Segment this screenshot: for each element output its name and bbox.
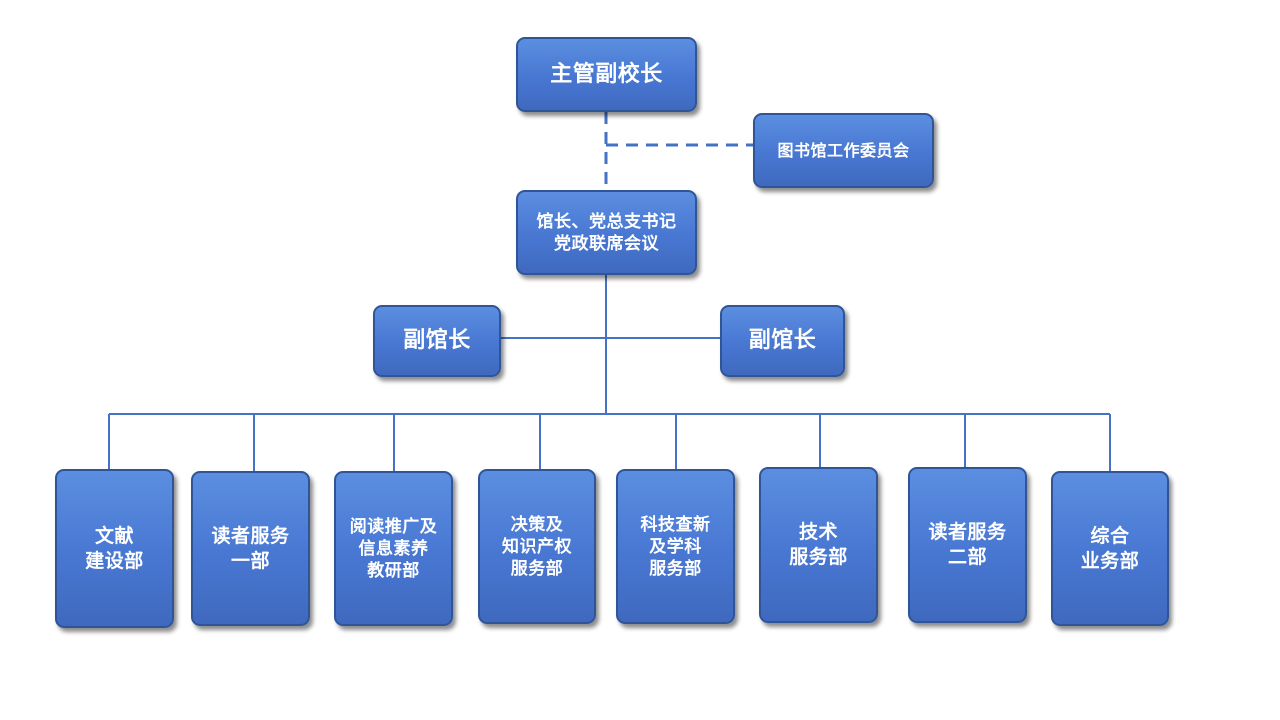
department-box: 读者服务 二部 — [908, 467, 1027, 623]
department-box: 文献 建设部 — [55, 469, 174, 628]
deputy-director-right-box: 副馆长 — [720, 305, 845, 377]
vice-president-box: 主管副校长 — [516, 37, 697, 112]
department-box: 综合 业务部 — [1051, 471, 1169, 626]
department-box: 读者服务 一部 — [191, 471, 310, 626]
department-box: 技术 服务部 — [759, 467, 878, 623]
department-box: 科技查新 及学科 服务部 — [616, 469, 735, 624]
deputy-director-left-box: 副馆长 — [373, 305, 501, 377]
director-meeting-box: 馆长、党总支书记 党政联席会议 — [516, 190, 697, 275]
department-box: 决策及 知识产权 服务部 — [478, 469, 596, 624]
department-box: 阅读推广及 信息素养 教研部 — [334, 471, 453, 626]
library-committee-box: 图书馆工作委员会 — [753, 113, 934, 188]
